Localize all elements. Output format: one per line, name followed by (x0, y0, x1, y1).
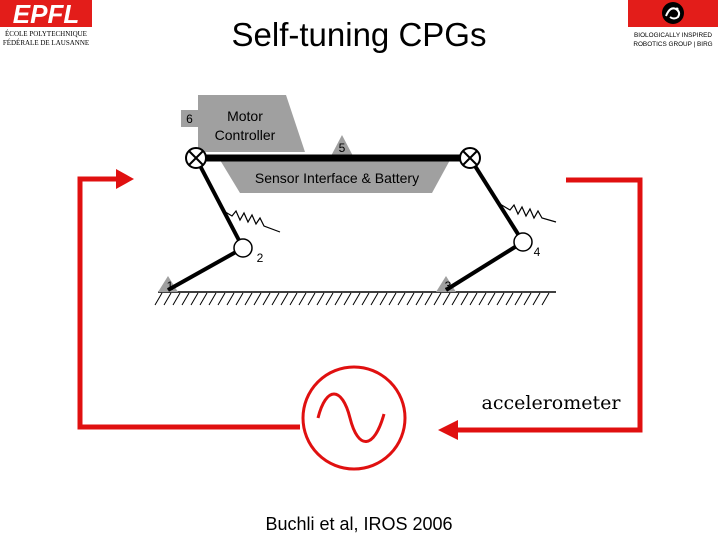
ground-hatch-line (478, 292, 487, 306)
birg-logo: BIOLOGICALLY INSPIRED ROBOTICS GROUP | B… (628, 0, 718, 48)
ground-hatch-line (415, 292, 424, 306)
feedback-arrow-left (77, 176, 300, 430)
ground-hatch-line (307, 292, 316, 306)
arrowhead-left-icon (438, 420, 458, 440)
ground-hatch-line (388, 292, 397, 306)
hip-joint-front (185, 147, 207, 169)
joint-6-box (181, 110, 198, 127)
epfl-logo-line2: FÉDÉRALE DE LAUSANNE (3, 39, 89, 47)
ground-hatch-line (154, 292, 163, 306)
ground-hatch-line (289, 292, 298, 306)
ground-hatch-line (532, 292, 541, 306)
rear-upper-leg (468, 156, 525, 244)
ground-hatch-line (433, 292, 442, 306)
salamander-icon (662, 2, 684, 24)
ground-hatch-line (325, 292, 334, 306)
ground-hatch-line (397, 292, 406, 306)
ground-hatch-line (316, 292, 325, 306)
epfl-logo: EPFL ÉCOLE POLYTECHNIQUE FÉDÉRALE DE LAU… (0, 0, 92, 47)
pivot-5 (331, 135, 353, 156)
ground-hatch-line (424, 292, 433, 306)
joint-number-2: 2 (257, 251, 264, 265)
ground-hatch-line (262, 292, 271, 306)
ground-hatch-line (163, 292, 172, 306)
ground-hatch-line (460, 292, 469, 306)
ground-hatch-line (208, 292, 217, 306)
ground-hatch-line (451, 292, 460, 306)
ground-hatch-line (343, 292, 352, 306)
ground-hatch-line (271, 292, 280, 306)
ground-hatch-line (199, 292, 208, 306)
hip-joint-rear (459, 147, 481, 169)
body-label: Sensor Interface & Battery (255, 170, 419, 186)
ground-hatch-line (181, 292, 190, 306)
ground-hatch-line (406, 292, 415, 306)
joint-number-1: 1 (167, 279, 174, 293)
joint-4 (513, 232, 533, 252)
ground-hatch-line (280, 292, 289, 306)
motor-label-line2: Controller (215, 127, 276, 143)
birg-logo-line1: BIOLOGICALLY INSPIRED (634, 32, 712, 39)
ground-hatch-line (253, 292, 262, 306)
ground-hatch-line (442, 292, 451, 306)
ground-hatch-line (379, 292, 388, 306)
ground-hatch-line (334, 292, 343, 306)
ground-hatch-line (496, 292, 505, 306)
ground-hatch-line (487, 292, 496, 306)
ground-hatch-line (226, 292, 235, 306)
feedback-arrow-right (456, 177, 643, 433)
accelerometer-label: accelerometer (482, 392, 622, 414)
feedback-loop (77, 169, 643, 440)
ground-hatch-line (505, 292, 514, 306)
arrowhead-right-icon (116, 169, 134, 189)
motor-label-line1: Motor (227, 108, 263, 124)
motor-controller-block (198, 95, 305, 152)
front-spring (221, 209, 281, 233)
ground-hatch-line (523, 292, 532, 306)
ground-hatch-line (352, 292, 361, 306)
joint-number-5: 5 (339, 141, 346, 155)
epfl-logo-line1: ÉCOLE POLYTECHNIQUE (5, 30, 87, 38)
joint-number-6: 6 (186, 112, 193, 126)
ground-hatch-line (361, 292, 370, 306)
joint-2 (233, 238, 253, 258)
rear-lower-leg (444, 240, 525, 292)
birg-logo-line2: ROBOTICS GROUP | BIRG (633, 41, 712, 48)
ground-hatch-line (244, 292, 253, 306)
ground-hatch-line (172, 292, 181, 306)
ground-hatch-line (190, 292, 199, 306)
joint-number-4: 4 (534, 245, 541, 259)
front-lower-leg (167, 246, 244, 292)
ground-hatch-line (514, 292, 523, 306)
rear-spring (499, 203, 557, 223)
epfl-logo-mark: EPFL (13, 0, 79, 29)
sensor-battery-block (220, 160, 450, 193)
ground-hatch-line (217, 292, 226, 306)
ground-hatch-line (235, 292, 244, 306)
slide-title: Self-tuning CPGs (231, 16, 487, 53)
ground-hatch-line (469, 292, 478, 306)
oscillator-icon (301, 365, 407, 471)
front-upper-leg (194, 157, 245, 249)
ground-hatch-line (370, 292, 379, 306)
citation: Buchli et al, IROS 2006 (265, 514, 453, 534)
ground-hatch-line (541, 292, 550, 306)
ground (154, 291, 556, 306)
joint-number-3: 3 (445, 279, 452, 293)
ground-hatch-line (298, 292, 307, 306)
